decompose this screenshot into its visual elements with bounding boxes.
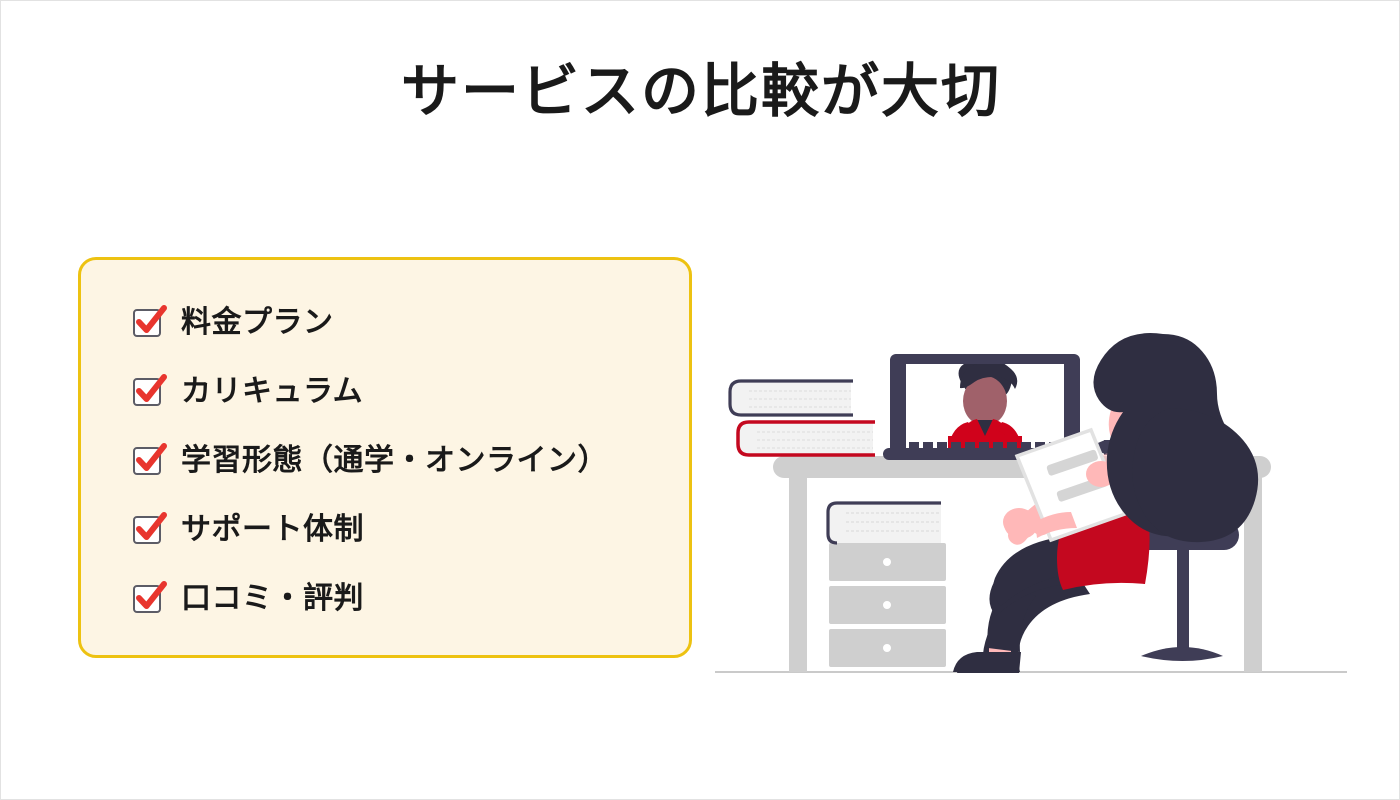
checkbox-checked-icon[interactable] (133, 442, 167, 475)
book-on-cabinet (826, 501, 941, 545)
list-item[interactable]: 料金プラン (133, 288, 679, 357)
book-stack-on-desk (728, 379, 875, 457)
woman-at-desk-video-call-illustration (701, 296, 1361, 696)
list-item[interactable]: サポート体制 (133, 495, 679, 564)
list-item-label: 口コミ・評判 (181, 581, 364, 615)
list-item-label: サポート体制 (181, 512, 364, 546)
list-item[interactable]: 学習形態（通学・オンライン） (133, 426, 679, 495)
checkbox-checked-icon[interactable] (133, 580, 167, 613)
checkbox-checked-icon[interactable] (133, 304, 167, 337)
drawer-cabinet (829, 543, 946, 667)
checkbox-checked-icon[interactable] (133, 373, 167, 406)
checklist: 料金プラン カリキュラム 学習形態（通学・オンライン） (133, 288, 679, 633)
list-item[interactable]: カリキュラム (133, 357, 679, 426)
paper-document (1014, 427, 1128, 543)
checkbox-checked-icon[interactable] (133, 511, 167, 544)
laptop-with-video-call (883, 354, 1087, 460)
list-item[interactable]: 口コミ・評判 (133, 564, 679, 633)
seated-woman-reading-paper (953, 333, 1259, 673)
checklist-panel: 料金プラン カリキュラム 学習形態（通学・オンライン） (78, 257, 692, 658)
list-item-label: 学習形態（通学・オンライン） (181, 443, 608, 477)
list-item-label: 料金プラン (181, 305, 334, 339)
page-title: サービスの比較が大切 (400, 59, 1001, 124)
list-item-label: カリキュラム (181, 374, 364, 408)
